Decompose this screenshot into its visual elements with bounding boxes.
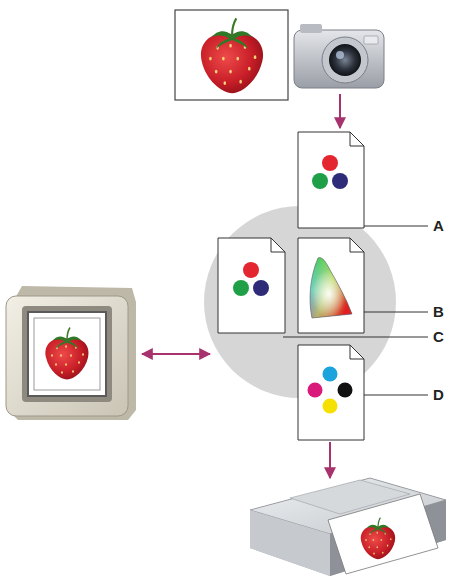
flow-arrow — [329, 442, 331, 478]
lens-ring — [322, 37, 368, 83]
camera-button — [300, 24, 322, 33]
magenta-dot — [308, 383, 323, 398]
blue-dot — [332, 173, 348, 189]
document-page — [298, 238, 364, 333]
leader-line — [364, 395, 428, 396]
callout-letter: D — [433, 386, 444, 404]
monitor-screen — [28, 312, 106, 396]
rgb-document — [298, 132, 364, 228]
gamut-chart — [310, 258, 352, 318]
document-page — [298, 345, 364, 440]
red-dot — [322, 155, 338, 171]
lens-glint — [336, 51, 344, 59]
leader-lines — [283, 226, 428, 395]
flow-arrow — [339, 94, 341, 128]
monitor-bezel — [22, 306, 112, 402]
printer-side — [250, 510, 330, 576]
camera — [294, 24, 384, 88]
camera-body — [294, 30, 384, 88]
document-page — [298, 132, 364, 228]
page-fold — [350, 345, 364, 359]
printer-body — [250, 478, 446, 576]
strawberry — [201, 18, 263, 93]
gamut-chart — [310, 258, 352, 318]
leader-line — [364, 312, 428, 313]
strawberry — [361, 518, 396, 560]
source-image — [175, 10, 288, 100]
callout-letter: B — [433, 303, 444, 321]
green-dot — [312, 173, 328, 189]
yellow-dot — [323, 399, 338, 414]
screen-frame — [34, 318, 100, 390]
page-fold — [350, 238, 364, 252]
monitor — [6, 286, 136, 420]
image-frame — [175, 10, 288, 100]
printer — [250, 478, 446, 576]
leader-line — [364, 226, 428, 227]
red-dot — [243, 262, 259, 278]
blue-dot — [253, 280, 269, 296]
callout-letter: C — [433, 328, 444, 346]
page-fold — [271, 238, 285, 252]
printed-page — [328, 494, 438, 574]
gamut-chart — [310, 258, 352, 318]
strawberry — [45, 328, 88, 380]
profile-document — [298, 238, 364, 333]
cyan-dot — [323, 367, 338, 382]
cmyk-document — [298, 345, 364, 440]
callout-letter: A — [433, 217, 444, 235]
rgb-document — [218, 238, 285, 333]
document-page — [218, 238, 285, 333]
flow-arrow — [142, 353, 210, 355]
leader-line — [283, 337, 428, 338]
monitor-body — [6, 296, 128, 416]
page-fold — [350, 132, 364, 146]
green-dot — [233, 280, 249, 296]
flash — [364, 36, 378, 44]
black-dot — [338, 383, 353, 398]
lens — [329, 44, 361, 76]
